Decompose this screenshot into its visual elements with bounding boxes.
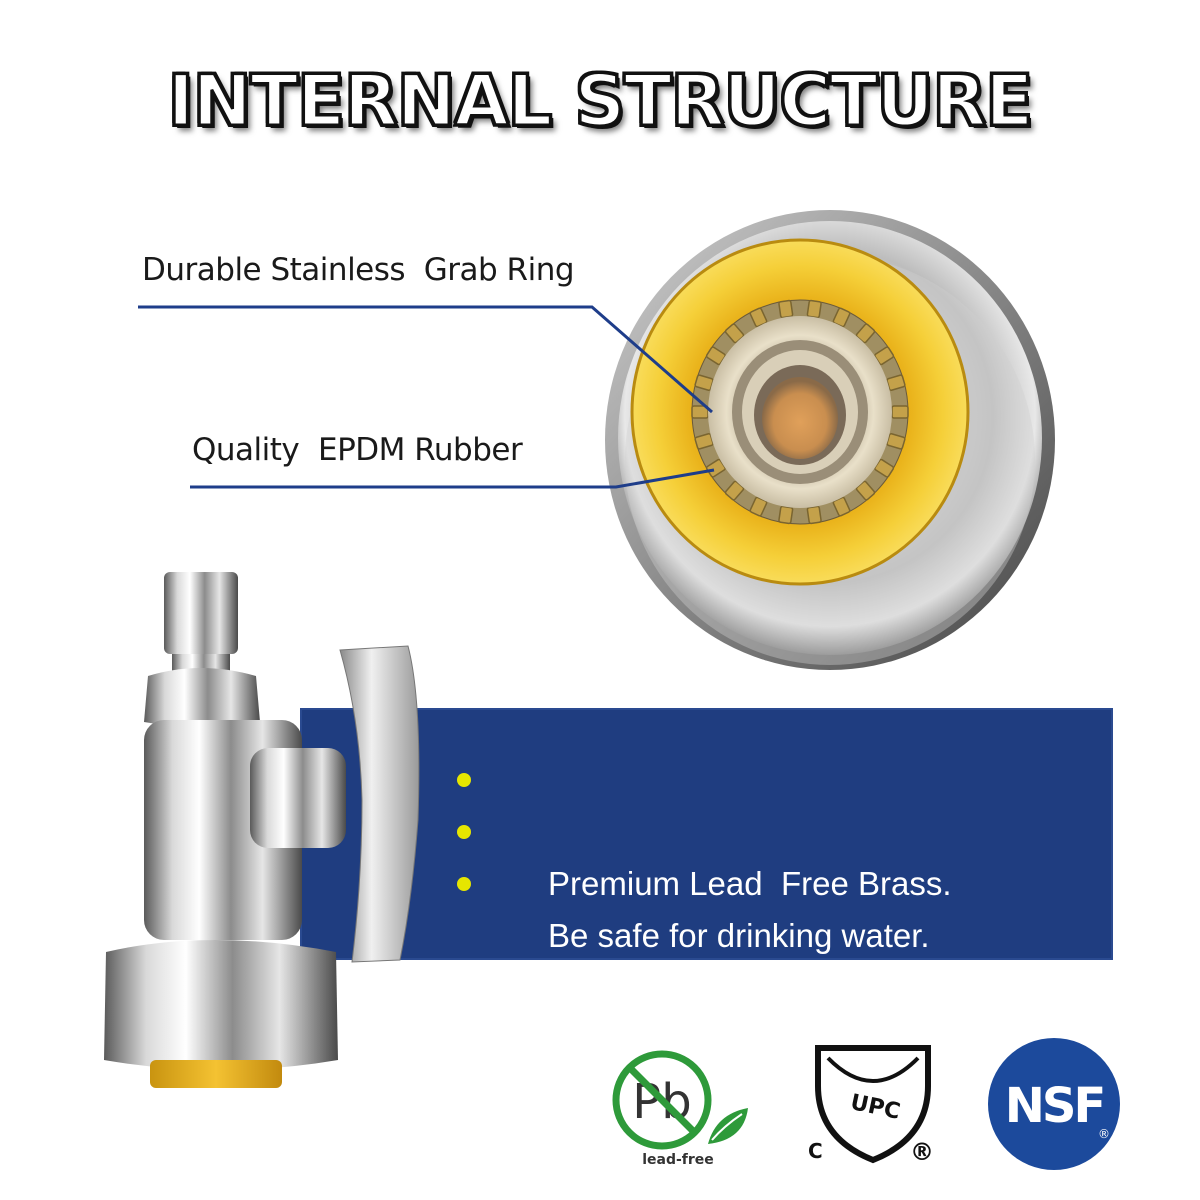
upc-registered: ® [910,1138,934,1166]
grab-ring-tooth [724,323,745,344]
grab-ring-label: Durable Stainless Grab Ring [142,252,575,288]
feature-list: Premium Lead Free Brass. Be safe for dri… [455,754,952,1006]
upc-c: C [808,1139,823,1163]
lead-free-logo: Pb [612,1050,748,1150]
feature-text: Long Lasting Durability. [548,969,891,1006]
page-title: INTERNAL STRUCTURE [166,59,1034,144]
lead-free-label: lead-free [642,1152,714,1168]
feature-text: Premium Lead Free Brass. [548,865,952,902]
valve-product-image [104,572,420,1088]
bullet-icon [457,773,471,787]
rubber-leader [190,468,715,489]
nsf-text: NSF [1005,1078,1104,1134]
feature-item: Premium Lead Free Brass. [455,754,952,902]
feature-item: Be safe for drinking water. [455,806,952,954]
upc-logo: UPC C ® [808,1045,934,1166]
grab-ring-tooth [855,480,876,501]
grab-ring-tooth [855,323,876,344]
bullet-icon [457,825,471,839]
nsf-registered: ® [1098,1127,1110,1141]
feature-banner: Premium Lead Free Brass. Be safe for dri… [300,708,1113,1006]
feature-text: Be safe for drinking water. [548,917,930,954]
nsf-logo: NSF ® [988,1038,1120,1170]
bore-core [762,377,838,459]
feature-item: Long Lasting Durability. [455,858,952,1006]
grab-ring-leader [138,305,713,414]
epdm-rubber-label: Quality EPDM Rubber [192,432,523,468]
bullet-icon [457,877,471,891]
grab-ring-tooth [724,480,745,501]
